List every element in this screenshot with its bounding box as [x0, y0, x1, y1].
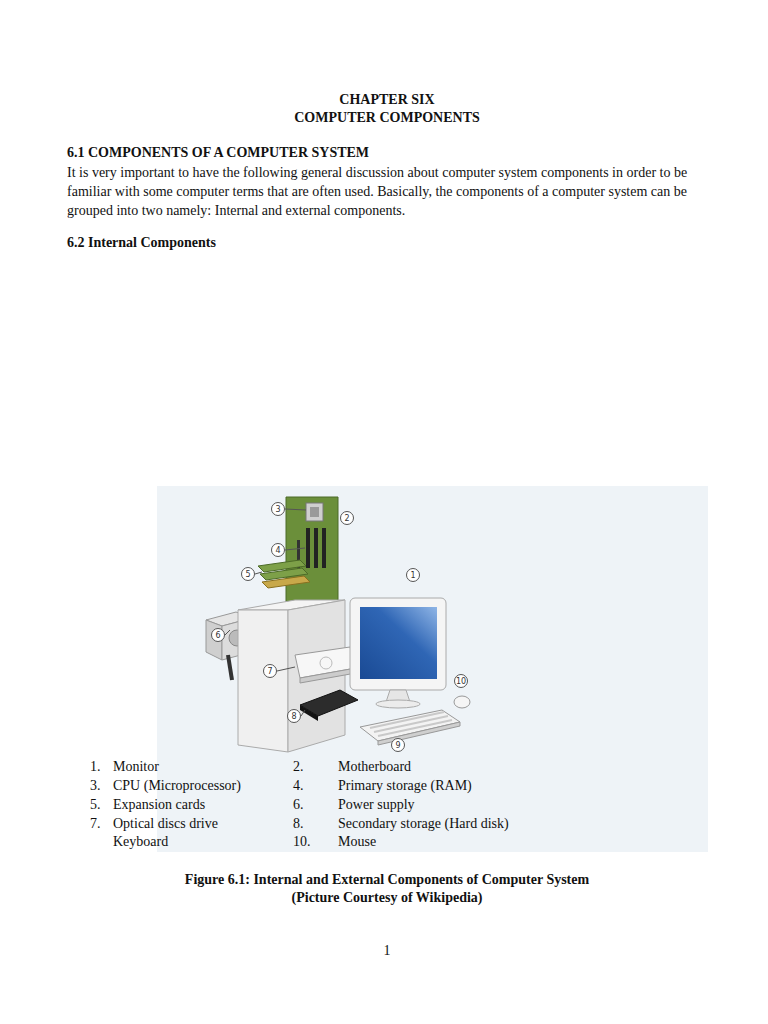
- list-number: 4.: [293, 777, 304, 795]
- list-number: 6.: [293, 796, 304, 814]
- list-number: 10.: [293, 833, 311, 851]
- callout-number: 6: [215, 631, 220, 640]
- list-item: Secondary storage (Hard disk): [338, 815, 509, 833]
- list-number: 5.: [90, 796, 101, 814]
- list-number: 8.: [293, 815, 304, 833]
- caption-credit: (Picture Courtesy of Wikipedia): [292, 889, 483, 907]
- callout-number: 5: [245, 570, 250, 579]
- callout-number: 7: [267, 667, 272, 676]
- callout-number: 2: [344, 514, 349, 523]
- list-item: Motherboard: [338, 758, 411, 776]
- list-number: 1.: [90, 758, 101, 776]
- list-item: Expansion cards: [113, 796, 205, 814]
- callout-number: 8: [291, 712, 296, 721]
- list-number: 2.: [293, 758, 304, 776]
- body-paragraph: It is very important to have the followi…: [67, 163, 717, 220]
- callout-number: 9: [395, 741, 400, 750]
- chapter-title: CHAPTER SIX: [339, 91, 434, 109]
- list-number: 7.: [90, 815, 101, 833]
- page-number: 1: [384, 942, 391, 960]
- list-item: Optical discs drive: [113, 815, 218, 833]
- list-number: 3.: [90, 777, 101, 795]
- list-item: Monitor: [113, 758, 159, 776]
- chapter-heading: COMPUTER COMPONENTS: [294, 109, 480, 127]
- list-item: Mouse: [338, 833, 376, 851]
- callout-number: 10: [456, 677, 466, 686]
- list-item: Power supply: [338, 796, 415, 814]
- list-item: Keyboard: [113, 833, 168, 851]
- figure-caption: Figure 6.1: Internal and External Compon…: [185, 871, 589, 889]
- section-heading: 6.2 Internal Components: [67, 234, 216, 252]
- callout-number: 1: [410, 571, 415, 580]
- callout-number: 3: [275, 505, 280, 514]
- callout-number: 4: [275, 546, 280, 555]
- list-item: Primary storage (RAM): [338, 777, 472, 795]
- section-heading: 6.1 COMPONENTS OF A COMPUTER SYSTEM: [67, 144, 369, 162]
- list-item: CPU (Microprocessor): [113, 777, 241, 795]
